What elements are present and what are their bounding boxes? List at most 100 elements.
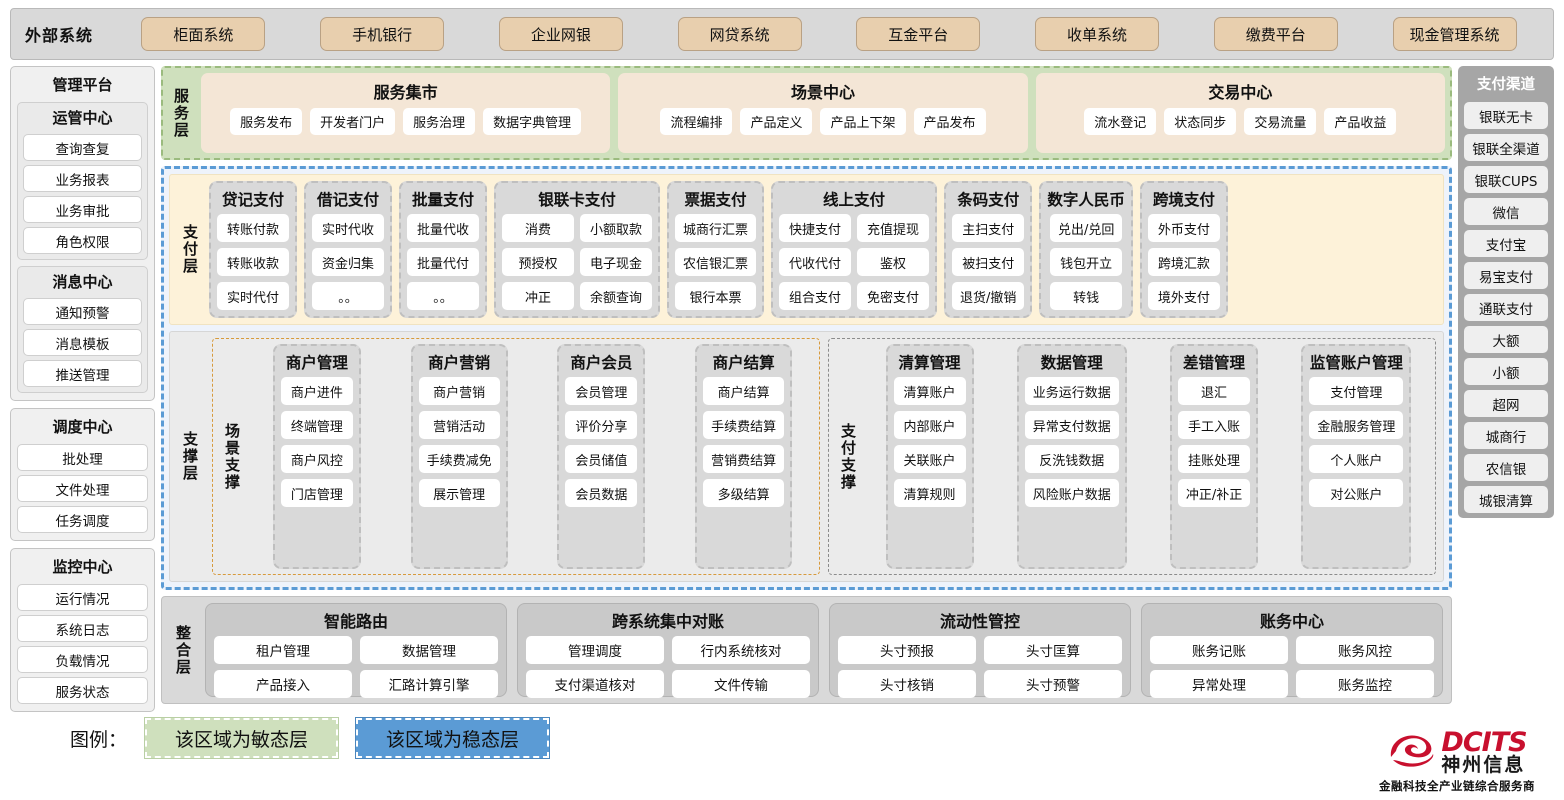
payment-item[interactable]: 实时代付 bbox=[217, 282, 289, 310]
support-item[interactable]: 内部账户 bbox=[893, 411, 966, 439]
external-system-chip[interactable]: 企业网银 bbox=[498, 17, 623, 51]
support-item[interactable]: 冲正/补正 bbox=[1177, 479, 1251, 507]
payment-item[interactable]: 城商行汇票 bbox=[675, 214, 757, 242]
payment-channel-item[interactable]: 银联无卡 bbox=[1464, 102, 1548, 129]
support-item[interactable]: 评价分享 bbox=[565, 411, 638, 439]
support-item[interactable]: 营销费结算 bbox=[703, 445, 785, 473]
external-system-chip[interactable]: 现金管理系统 bbox=[1392, 17, 1517, 51]
support-item[interactable]: 会员管理 bbox=[565, 377, 638, 405]
service-item[interactable]: 产品定义 bbox=[740, 108, 813, 135]
payment-channel-item[interactable]: 大额 bbox=[1464, 326, 1548, 353]
service-item[interactable]: 产品上下架 bbox=[820, 108, 906, 135]
payment-channel-item[interactable]: 通联支付 bbox=[1464, 294, 1548, 321]
payment-item[interactable]: 跨境汇款 bbox=[1147, 248, 1220, 276]
payment-channel-item[interactable]: 银联全渠道 bbox=[1464, 134, 1548, 161]
support-item[interactable]: 手工入账 bbox=[1177, 411, 1251, 439]
payment-item[interactable]: 主扫支付 bbox=[952, 214, 1025, 242]
support-item[interactable]: 商户进件 bbox=[280, 377, 353, 405]
admin-menu-item[interactable]: 文件处理 bbox=[17, 475, 148, 502]
integration-item[interactable]: 头寸核销 bbox=[838, 670, 976, 698]
payment-channel-item[interactable]: 易宝支付 bbox=[1464, 262, 1548, 289]
integration-item[interactable]: 汇路计算引擎 bbox=[360, 670, 498, 698]
admin-menu-item[interactable]: 系统日志 bbox=[17, 615, 148, 642]
support-item[interactable]: 商户营销 bbox=[418, 377, 500, 405]
admin-menu-item[interactable]: 批处理 bbox=[17, 444, 148, 471]
service-item[interactable]: 服务发布 bbox=[230, 108, 303, 135]
payment-item[interactable]: 被扫支付 bbox=[952, 248, 1025, 276]
payment-item[interactable]: 农信银汇票 bbox=[675, 248, 757, 276]
external-system-chip[interactable]: 收单系统 bbox=[1035, 17, 1160, 51]
payment-channel-item[interactable]: 银联CUPS bbox=[1464, 166, 1548, 193]
admin-menu-item[interactable]: 角色权限 bbox=[23, 227, 142, 254]
support-item[interactable]: 挂账处理 bbox=[1177, 445, 1251, 473]
service-item[interactable]: 产品收益 bbox=[1324, 108, 1397, 135]
service-item[interactable]: 流水登记 bbox=[1084, 108, 1157, 135]
support-item[interactable]: 会员储值 bbox=[565, 445, 638, 473]
support-item[interactable]: 退汇 bbox=[1177, 377, 1251, 405]
payment-item[interactable]: 转钱 bbox=[1049, 282, 1123, 310]
payment-channel-item[interactable]: 城银清算 bbox=[1464, 486, 1548, 513]
payment-item[interactable]: 实时代收 bbox=[312, 214, 384, 242]
integration-item[interactable]: 头寸匡算 bbox=[984, 636, 1122, 664]
support-item[interactable]: 个人账户 bbox=[1309, 445, 1404, 473]
payment-channel-item[interactable]: 农信银 bbox=[1464, 454, 1548, 481]
payment-item[interactable]: 转账收款 bbox=[217, 248, 289, 276]
external-system-chip[interactable]: 手机银行 bbox=[320, 17, 445, 51]
payment-item[interactable]: 充值提现 bbox=[857, 214, 930, 242]
support-item[interactable]: 清算账户 bbox=[893, 377, 966, 405]
support-item[interactable]: 业务运行数据 bbox=[1024, 377, 1119, 405]
payment-channel-item[interactable]: 城商行 bbox=[1464, 422, 1548, 449]
payment-item[interactable]: 。。 bbox=[407, 282, 479, 310]
support-item[interactable]: 展示管理 bbox=[418, 479, 500, 507]
integration-item[interactable]: 产品接入 bbox=[214, 670, 352, 698]
payment-item[interactable]: 退货/撤销 bbox=[952, 282, 1025, 310]
service-item[interactable]: 流程编排 bbox=[660, 108, 733, 135]
external-system-chip[interactable]: 缴费平台 bbox=[1213, 17, 1338, 51]
support-item[interactable]: 支付管理 bbox=[1309, 377, 1404, 405]
integration-item[interactable]: 账务风控 bbox=[1296, 636, 1434, 664]
payment-item[interactable]: 代收代付 bbox=[779, 248, 852, 276]
admin-menu-item[interactable]: 通知预警 bbox=[23, 298, 142, 325]
support-item[interactable]: 会员数据 bbox=[565, 479, 638, 507]
support-item[interactable]: 对公账户 bbox=[1309, 479, 1404, 507]
support-item[interactable]: 终端管理 bbox=[280, 411, 353, 439]
payment-item[interactable]: 钱包开立 bbox=[1049, 248, 1123, 276]
payment-item[interactable]: 。。 bbox=[312, 282, 384, 310]
external-system-chip[interactable]: 互金平台 bbox=[856, 17, 981, 51]
payment-item[interactable]: 鉴权 bbox=[857, 248, 930, 276]
payment-item[interactable]: 资金归集 bbox=[312, 248, 384, 276]
integration-item[interactable]: 管理调度 bbox=[526, 636, 664, 664]
service-item[interactable]: 交易流量 bbox=[1244, 108, 1317, 135]
support-item[interactable]: 反洗钱数据 bbox=[1024, 445, 1119, 473]
payment-channel-item[interactable]: 超网 bbox=[1464, 390, 1548, 417]
integration-item[interactable]: 文件传输 bbox=[672, 670, 810, 698]
admin-menu-item[interactable]: 业务审批 bbox=[23, 196, 142, 223]
payment-item[interactable]: 电子现金 bbox=[580, 248, 652, 276]
service-item[interactable]: 服务治理 bbox=[403, 108, 476, 135]
payment-channel-item[interactable]: 小额 bbox=[1464, 358, 1548, 385]
payment-item[interactable]: 消费 bbox=[502, 214, 574, 242]
integration-item[interactable]: 数据管理 bbox=[360, 636, 498, 664]
service-item[interactable]: 数据字典管理 bbox=[483, 108, 582, 135]
admin-menu-item[interactable]: 任务调度 bbox=[17, 506, 148, 533]
support-item[interactable]: 异常支付数据 bbox=[1024, 411, 1119, 439]
admin-menu-item[interactable]: 运行情况 bbox=[17, 584, 148, 611]
support-item[interactable]: 关联账户 bbox=[893, 445, 966, 473]
external-system-chip[interactable]: 柜面系统 bbox=[141, 17, 266, 51]
admin-menu-item[interactable]: 推送管理 bbox=[23, 360, 142, 387]
integration-item[interactable]: 支付渠道核对 bbox=[526, 670, 664, 698]
integration-item[interactable]: 账务记账 bbox=[1150, 636, 1288, 664]
admin-menu-item[interactable]: 消息模板 bbox=[23, 329, 142, 356]
admin-menu-item[interactable]: 负载情况 bbox=[17, 646, 148, 673]
integration-item[interactable]: 行内系统核对 bbox=[672, 636, 810, 664]
integration-item[interactable]: 头寸预报 bbox=[838, 636, 976, 664]
support-item[interactable]: 金融服务管理 bbox=[1309, 411, 1404, 439]
support-item[interactable]: 商户结算 bbox=[703, 377, 785, 405]
payment-item[interactable]: 境外支付 bbox=[1147, 282, 1220, 310]
admin-menu-item[interactable]: 业务报表 bbox=[23, 165, 142, 192]
support-item[interactable]: 手续费减免 bbox=[418, 445, 500, 473]
support-item[interactable]: 商户风控 bbox=[280, 445, 353, 473]
service-item[interactable]: 状态同步 bbox=[1164, 108, 1237, 135]
payment-item[interactable]: 免密支付 bbox=[857, 282, 930, 310]
payment-item[interactable]: 快捷支付 bbox=[779, 214, 852, 242]
